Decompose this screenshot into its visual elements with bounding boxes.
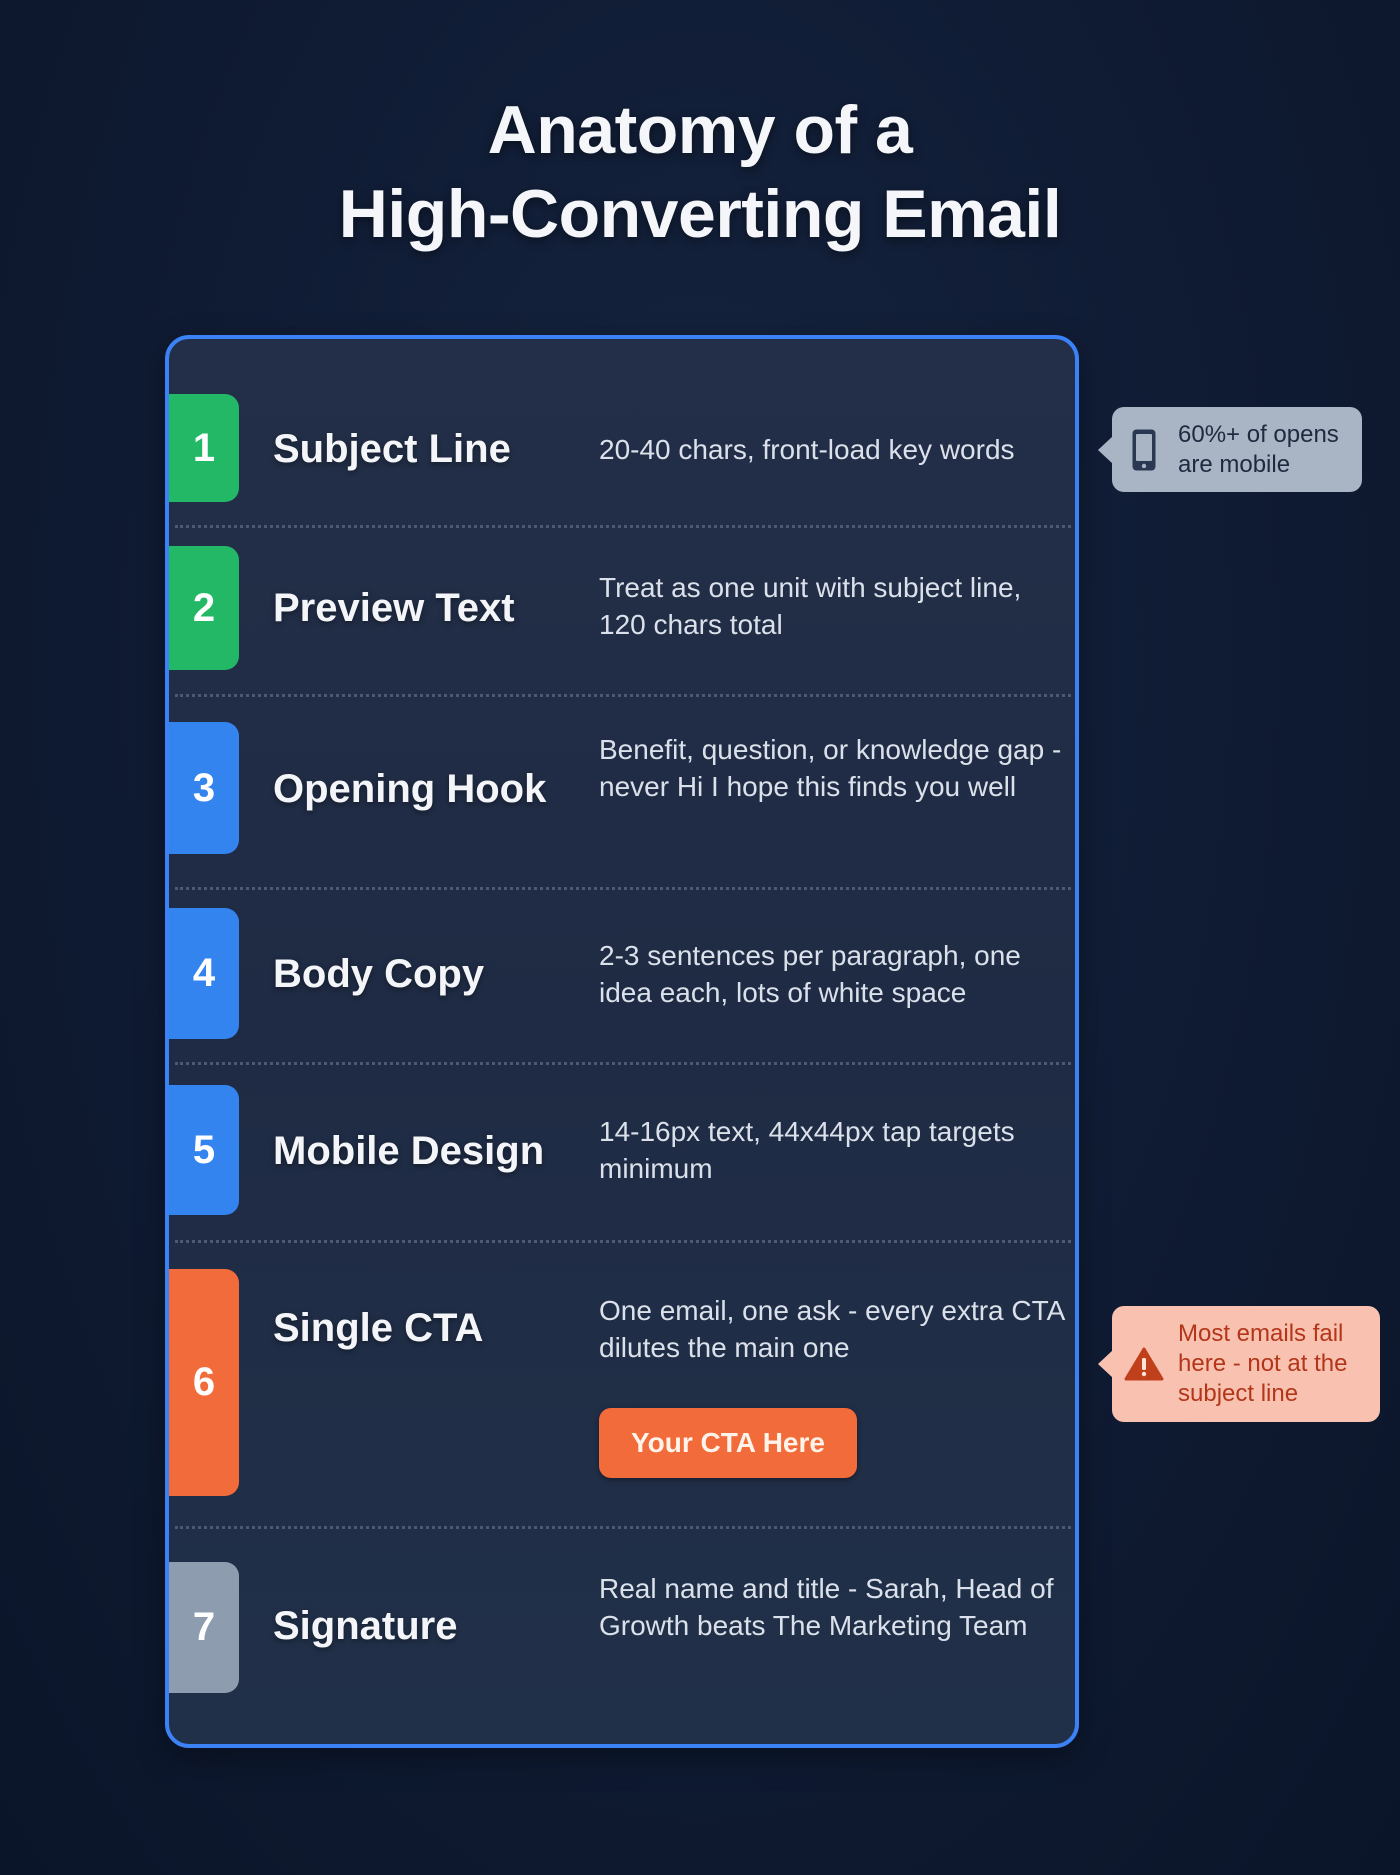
title-line-2: High-Converting Email (338, 176, 1062, 252)
section-description: Real name and title - Sarah, Head of Gro… (599, 1573, 1054, 1641)
section-number-badge: 1 (169, 394, 239, 502)
callout-text: Most emails fail here - not at the subje… (1178, 1320, 1348, 1407)
section-label: Preview Text (273, 586, 515, 630)
section-number-badge: 3 (169, 722, 239, 854)
email-anatomy-card: 1 Subject Line 20-40 chars, front-load k… (165, 335, 1079, 1748)
section-number-badge: 6 (169, 1269, 239, 1496)
section-label: Mobile Design (273, 1129, 545, 1173)
title-line-1: Anatomy of a (487, 92, 913, 168)
section-label: Single CTA (273, 1306, 484, 1350)
section-description: 14-16px text, 44x44px tap targets minimu… (599, 1116, 1015, 1184)
section-label: Subject Line (273, 427, 511, 471)
page-title: Anatomy of a High-Converting Email (0, 88, 1400, 256)
section-number-badge: 2 (169, 546, 239, 670)
section-number-badge: 5 (169, 1085, 239, 1215)
section-number-badge: 4 (169, 908, 239, 1039)
section-label: Signature (273, 1604, 458, 1648)
row-divider (175, 694, 1071, 697)
mobile-stat-callout: 60%+ of opens are mobile (1098, 407, 1362, 492)
warning-icon (1124, 1347, 1164, 1381)
section-description: Treat as one unit with subject line, 120… (599, 572, 1022, 640)
callout-text: 60%+ of opens are mobile (1178, 420, 1339, 478)
row-divider (175, 1526, 1071, 1529)
section-number-badge: 7 (169, 1562, 239, 1693)
row-divider (175, 525, 1071, 528)
smartphone-icon (1124, 428, 1164, 472)
row-divider (175, 1240, 1071, 1243)
section-description: One email, one ask - every extra CTA dil… (599, 1295, 1064, 1363)
warning-callout: Most emails fail here - not at the subje… (1098, 1306, 1380, 1422)
section-label: Opening Hook (273, 767, 547, 811)
section-label: Body Copy (273, 952, 485, 996)
row-divider (175, 887, 1071, 890)
row-divider (175, 1062, 1071, 1065)
section-description: 2-3 sentences per paragraph, one idea ea… (599, 940, 1021, 1008)
cta-button[interactable]: Your CTA Here (599, 1408, 857, 1478)
section-description: 20-40 chars, front-load key words (599, 434, 1015, 465)
section-description: Benefit, question, or knowledge gap - ne… (599, 734, 1062, 802)
